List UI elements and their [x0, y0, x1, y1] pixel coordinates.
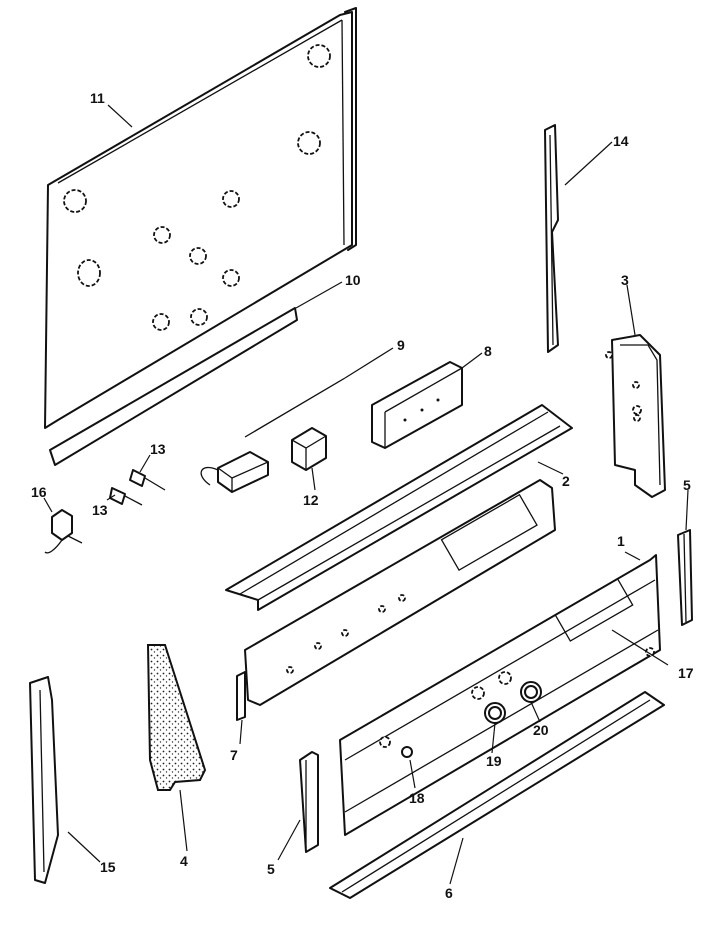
callout-14: 14	[613, 133, 629, 149]
part-13-indicator-light-lower	[109, 487, 143, 506]
callout-6: 6	[445, 885, 453, 901]
callout-3: 3	[621, 272, 629, 288]
part-13-indicator-light-upper	[129, 469, 166, 491]
callout-20: 20	[533, 722, 549, 738]
part-11-back-panel	[44, 7, 357, 429]
callout-11: 11	[90, 90, 105, 106]
callout-4: 4	[180, 853, 188, 869]
callout-16: 16	[31, 484, 47, 500]
part-4-insulation-pad	[146, 644, 207, 791]
callout-10: 10	[345, 272, 361, 288]
part-1-front-control-panel	[339, 554, 661, 836]
callout-17: 17	[678, 665, 694, 681]
part-3-end-bracket	[605, 334, 666, 498]
part-7-control-panel-backing	[236, 479, 556, 721]
callout-8: 8	[484, 343, 492, 359]
callout-5-left: 5	[267, 861, 275, 877]
part-8-control-box	[371, 361, 463, 449]
part-5-end-cap-right	[677, 529, 693, 626]
part-12-switch-block	[291, 427, 327, 471]
callout-9: 9	[397, 337, 405, 353]
callout-2: 2	[562, 473, 570, 489]
part-6-bottom-trim	[329, 691, 665, 899]
part-14-side-trim	[544, 124, 559, 353]
part-5-end-cap-left	[299, 751, 319, 853]
part-15-side-trim	[29, 676, 59, 884]
part-10-trim-strip	[49, 307, 298, 466]
callout-1: 1	[617, 533, 625, 549]
part-16-terminal-block	[44, 509, 83, 554]
part-2-top-channel	[225, 404, 573, 611]
part-9-wire-lead-with-switch	[200, 377, 346, 493]
callout-15: 15	[100, 859, 116, 875]
callout-18: 18	[409, 790, 425, 806]
callout-5-right: 5	[683, 477, 691, 493]
callout-labels: 11 10 9 8 14 3 2 5 1 17 13 13 16 12 7 4 …	[31, 90, 694, 901]
callout-7: 7	[230, 747, 238, 763]
leader-lines	[43, 104, 689, 885]
callout-19: 19	[486, 753, 502, 769]
callout-13-upper: 13	[150, 441, 166, 457]
callout-13-lower: 13	[92, 502, 108, 518]
callout-12: 12	[303, 492, 319, 508]
